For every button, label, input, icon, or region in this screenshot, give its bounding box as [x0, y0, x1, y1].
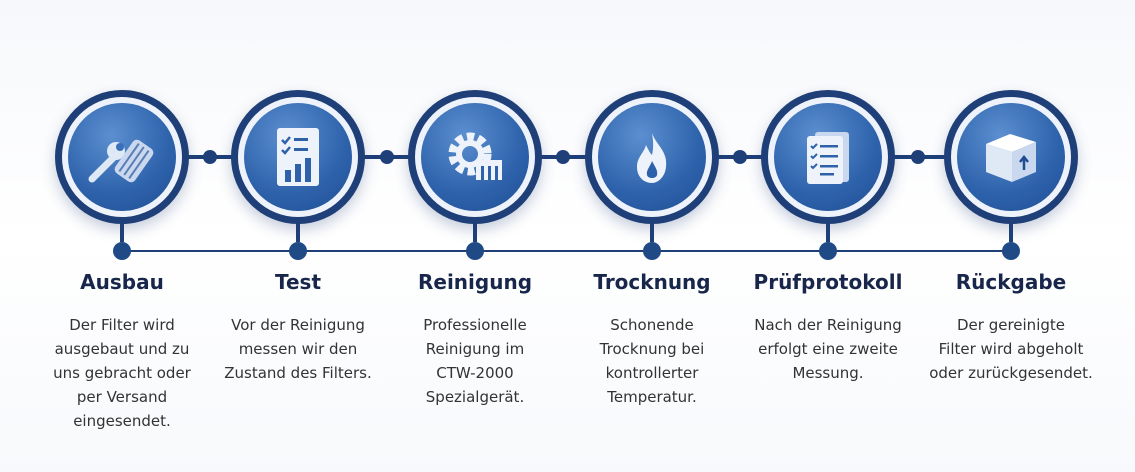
step-title: Test: [274, 270, 321, 294]
step-title: Ausbau: [80, 270, 164, 294]
wrench-filter-icon: [88, 139, 154, 183]
step-badge: [944, 90, 1078, 224]
connector-dot: [556, 150, 570, 164]
step-description: Vor der Reinigung messen wir den Zustand…: [224, 316, 372, 382]
step-description: Professionelle Reinigung im CTW-2000 Spe…: [423, 316, 527, 406]
step-badge: [585, 90, 719, 224]
step-badge: [231, 90, 365, 224]
stem: [473, 222, 477, 242]
step-title: Trocknung: [593, 270, 711, 294]
timeline-dot: [466, 242, 484, 260]
step-title: Rückgabe: [955, 270, 1067, 294]
step-description: Nach der Reinigung erfolgt eine zweite M…: [754, 316, 902, 382]
step-title: Reinigung: [417, 270, 533, 294]
timeline-dot: [1002, 242, 1020, 260]
step-description: Der Filter wird ausgebaut und zu uns geb…: [53, 316, 191, 430]
step-description: Der gereinigte Filter wird abgeholt oder…: [929, 316, 1093, 382]
timeline-line: [122, 250, 1012, 252]
connector-dot: [380, 150, 394, 164]
stem: [296, 222, 300, 242]
step-badge: [761, 90, 895, 224]
package-return-icon: [986, 134, 1036, 182]
step-description: Schonende Trocknung bei kontrollerter Te…: [599, 316, 705, 406]
connector-dot: [203, 150, 217, 164]
timeline-dot: [819, 242, 837, 260]
flame-icon: [637, 133, 667, 183]
stem: [826, 222, 830, 242]
connector-dot: [911, 150, 925, 164]
step-trocknung: Trocknung Schonende Trocknung bei kontro…: [557, 0, 747, 472]
step-pruefprotokoll: Prüfprotokoll Nach der Reinigung erfolgt…: [733, 0, 923, 472]
stem: [1009, 222, 1013, 242]
step-badge: [408, 90, 542, 224]
step-badge: [55, 90, 189, 224]
step-ausbau: Ausbau Der Filter wird ausgebaut und zu …: [27, 0, 217, 472]
step-test: Test Vor der Reinigung messen wir den Zu…: [203, 0, 393, 472]
gear-machine-icon: [448, 132, 502, 180]
step-title: Prüfprotokoll: [753, 270, 903, 294]
protocol-document-icon: [807, 132, 849, 184]
timeline-dot: [643, 242, 661, 260]
stem: [120, 222, 124, 242]
step-rueckgabe: Rückgabe Der gereinigte Filter wird abge…: [916, 0, 1106, 472]
step-reinigung: Reinigung Professionelle Reinigung im CT…: [380, 0, 570, 472]
timeline-dot: [113, 242, 131, 260]
checklist-chart-icon: [277, 128, 319, 186]
connector-dot: [733, 150, 747, 164]
timeline-dot: [289, 242, 307, 260]
stem: [650, 222, 654, 242]
